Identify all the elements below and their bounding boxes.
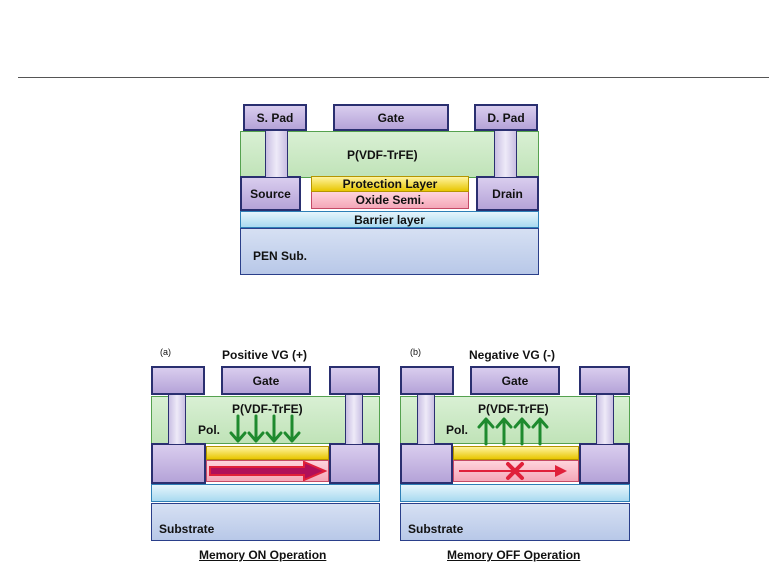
protection-layer: Protection Layer	[311, 176, 469, 192]
source-pad: S. Pad	[243, 104, 307, 131]
panel-a-gate: Gate	[221, 366, 311, 395]
source-label: Source	[250, 187, 291, 201]
gate-electrode: Gate	[333, 104, 449, 131]
panel-a-drain-pad	[329, 366, 380, 395]
panel-a-barrier	[151, 484, 380, 502]
pen-substrate-label: PEN Sub.	[253, 249, 307, 263]
source-electrode: Source	[240, 176, 301, 211]
panel-b-protection	[453, 446, 579, 460]
drain-electrode: Drain	[476, 176, 539, 211]
panel-a-polarization-arrows	[228, 414, 304, 446]
down-arrow-icon	[231, 416, 245, 441]
panel-a-caption: Memory ON Operation	[199, 548, 326, 562]
panel-b-tag: (b)	[410, 347, 421, 357]
panel-b-substrate-label: Substrate	[408, 522, 463, 536]
panel-b-source	[400, 443, 453, 484]
panel-a-drain-via	[345, 393, 363, 445]
panel-a-protection	[206, 446, 329, 460]
panel-b-source-pad	[400, 366, 454, 395]
panel-b-polarization-arrows	[476, 414, 552, 446]
panel-b-gate-label: Gate	[502, 374, 529, 388]
drain-pad: D. Pad	[474, 104, 538, 131]
drain-label: Drain	[492, 187, 523, 201]
gate-label: Gate	[378, 111, 405, 125]
panel-a-source	[151, 443, 206, 484]
panel-a-source-pad	[151, 366, 205, 395]
source-via	[265, 128, 288, 178]
drain-via	[494, 128, 517, 178]
panel-b-title: Negative VG (-)	[469, 348, 555, 362]
protection-label: Protection Layer	[343, 177, 438, 191]
panel-a-substrate-label: Substrate	[159, 522, 214, 536]
panel-b-drain	[579, 443, 630, 484]
panel-b-pol-label: Pol.	[446, 423, 468, 437]
panel-a-pol-label: Pol.	[198, 423, 220, 437]
up-arrow-icon	[479, 419, 493, 444]
oxide-label: Oxide Semi.	[356, 193, 425, 207]
panel-a-title: Positive VG (+)	[222, 348, 307, 362]
drain-pad-label: D. Pad	[487, 111, 524, 125]
panel-a-source-via	[168, 393, 186, 445]
down-arrow-icon	[267, 416, 281, 441]
ferroelectric-label: P(VDF-TrFE)	[347, 148, 418, 162]
panel-b-drain-via	[596, 393, 614, 445]
separator-line	[18, 77, 769, 78]
up-arrow-icon	[533, 419, 547, 444]
up-arrow-icon	[515, 419, 529, 444]
up-arrow-icon	[497, 419, 511, 444]
panel-b-source-via	[417, 393, 435, 445]
panel-b-caption: Memory OFF Operation	[447, 548, 580, 562]
barrier-layer-label: Barrier layer	[354, 213, 425, 227]
down-arrow-icon	[249, 416, 263, 441]
panel-b-gate: Gate	[470, 366, 560, 395]
panel-b-barrier	[400, 484, 630, 502]
panel-a-tag: (a)	[160, 347, 171, 357]
oxide-semiconductor: Oxide Semi.	[311, 191, 469, 209]
panel-a-drain	[329, 443, 380, 484]
source-pad-label: S. Pad	[257, 111, 294, 125]
panel-b-blocked-channel-arrow-icon	[455, 461, 577, 481]
down-arrow-icon	[285, 416, 299, 441]
panel-a-gate-label: Gate	[253, 374, 280, 388]
panel-b-drain-pad	[579, 366, 630, 395]
panel-a-channel-arrow-icon	[208, 461, 328, 481]
barrier-layer: Barrier layer	[240, 211, 539, 228]
